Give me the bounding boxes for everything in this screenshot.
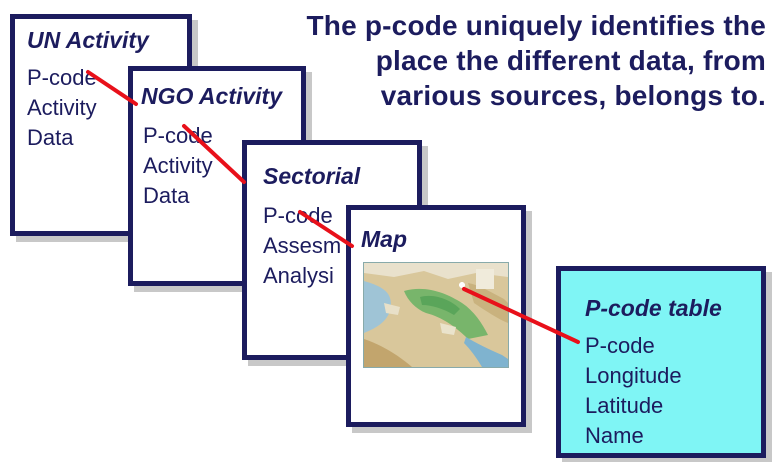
map-thumbnail-graphic [364,263,508,367]
sectorial-field-pcode: P-code [263,203,333,228]
pcode-table-title: P-code table [585,295,722,321]
sectorial-field-analysis: Analysi [263,263,334,288]
sectorial-card: Sectorial P-code Assesm Analysi [242,140,422,360]
sectorial-title: Sectorial [263,163,361,189]
pcode-table-card: P-code table P-code Longitude Latitude N… [556,266,766,458]
ngo-field-activity: Activity [143,153,213,178]
map-thumbnail [363,262,509,368]
ptable-field-pcode: P-code [585,333,655,358]
headline-line-1: The p-code uniquely identifies the [306,10,766,41]
ngo-activity-title: NGO Activity [141,83,283,109]
un-field-pcode: P-code [27,65,97,90]
un-activity-title: UN Activity [27,27,149,53]
headline-line-2: place the different data, from [375,45,766,76]
ngo-field-data: Data [143,183,190,208]
ptable-field-longitude: Longitude [585,363,682,388]
sectorial-field-assessment: Assesm [263,233,342,258]
un-field-data: Data [27,125,74,150]
headline: The p-code uniquely identifies the place… [236,8,766,113]
un-field-activity: Activity [27,95,97,120]
map-title: Map [361,226,407,252]
ngo-field-pcode: P-code [143,123,213,148]
ptable-field-name: Name [585,423,644,448]
headline-line-3: various sources, belongs to. [380,80,766,111]
ptable-field-latitude: Latitude [585,393,664,418]
map-card: Map [346,205,526,427]
